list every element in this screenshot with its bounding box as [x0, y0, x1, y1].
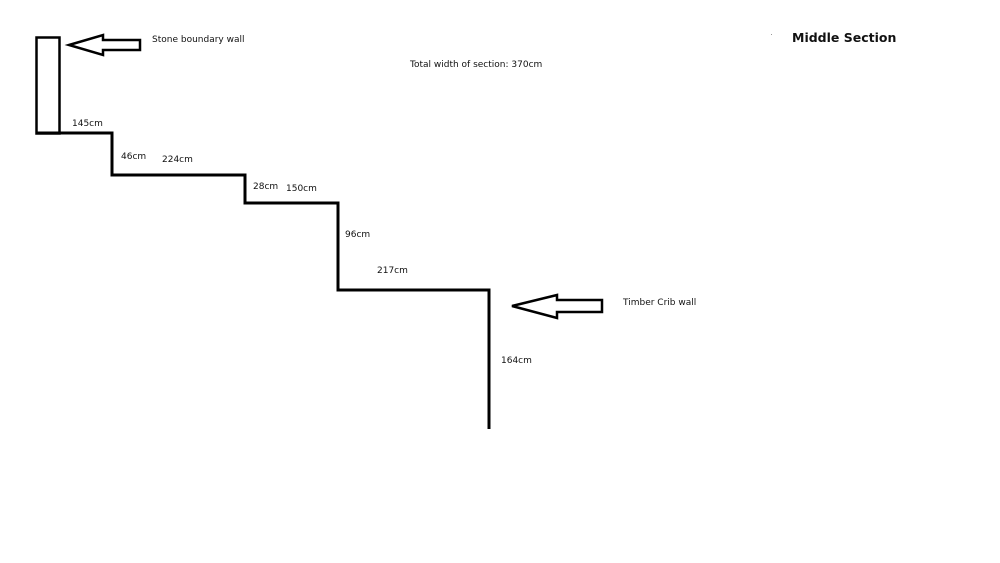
- dimension-145: 145cm: [72, 119, 103, 129]
- section-title: Middle Section: [792, 30, 897, 45]
- stone-boundary-wall-label: Stone boundary wall: [152, 35, 245, 45]
- dimension-150: 150cm: [286, 184, 317, 194]
- dimension-96: 96cm: [345, 230, 371, 240]
- dimension-224: 224cm: [162, 155, 193, 165]
- arrow-stone-wall-icon: [64, 33, 142, 57]
- dimension-46: 46cm: [121, 152, 147, 162]
- dimension-28: 28cm: [253, 182, 279, 192]
- stray-mark: [771, 34, 772, 35]
- total-width-note: Total width of section: 370cm: [410, 60, 543, 70]
- arrow-timber-wall-icon: [511, 293, 604, 320]
- dimension-217: 217cm: [377, 266, 408, 276]
- stone-boundary-wall-shape: [35, 36, 61, 135]
- timber-crib-wall-label: Timber Crib wall: [623, 298, 697, 308]
- dimension-164: 164cm: [501, 356, 532, 366]
- section-profile-line: [37, 131, 491, 429]
